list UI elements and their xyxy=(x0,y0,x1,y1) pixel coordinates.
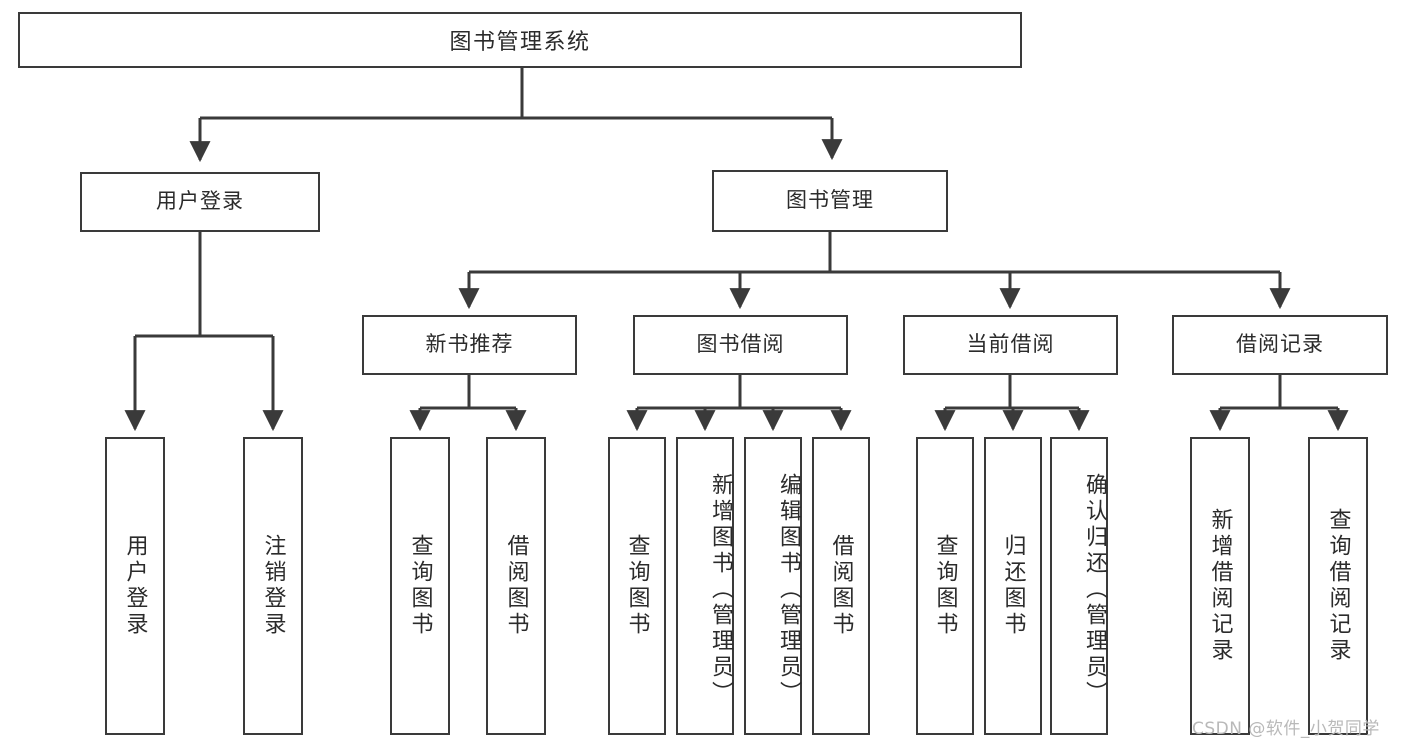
leaf-add-borrow-record-label: 新增借阅记录 xyxy=(1207,508,1233,664)
csdn-watermark: CSDN @软件_小贺同学 xyxy=(1192,714,1380,739)
leaf-edit-book-admin[interactable]: 编辑图书（管理员） xyxy=(744,437,802,735)
csdn-watermark-text: CSDN @软件_小贺同学 xyxy=(1192,719,1380,739)
leaf-query-borrow-record[interactable]: 查询借阅记录 xyxy=(1308,437,1368,735)
node-user-login[interactable]: 用户登录 xyxy=(80,172,320,232)
leaf-query-borrow-record-label: 查询借阅记录 xyxy=(1325,508,1351,664)
leaf-add-borrow-record[interactable]: 新增借阅记录 xyxy=(1190,437,1250,735)
node-book-borrow[interactable]: 图书借阅 xyxy=(633,315,848,375)
node-root[interactable]: 图书管理系统 xyxy=(18,12,1022,68)
node-borrow-record-label: 借阅记录 xyxy=(1236,332,1324,357)
node-new-book-recommend[interactable]: 新书推荐 xyxy=(362,315,577,375)
leaf-return-book-label: 归还图书 xyxy=(1000,534,1026,638)
node-borrow-record[interactable]: 借阅记录 xyxy=(1172,315,1388,375)
leaf-confirm-return-admin-label: 确认归还（管理员） xyxy=(1082,473,1107,707)
leaf-query-book-recommend-label: 查询图书 xyxy=(407,534,433,638)
leaf-return-book[interactable]: 归还图书 xyxy=(984,437,1042,735)
leaf-user-login[interactable]: 用户登录 xyxy=(105,437,165,735)
leaf-borrow-book[interactable]: 借阅图书 xyxy=(812,437,870,735)
leaf-borrow-book-recommend[interactable]: 借阅图书 xyxy=(486,437,546,735)
leaf-query-book-recommend[interactable]: 查询图书 xyxy=(390,437,450,735)
leaf-query-book-borrow[interactable]: 查询图书 xyxy=(608,437,666,735)
leaf-query-book-current[interactable]: 查询图书 xyxy=(916,437,974,735)
node-root-label: 图书管理系统 xyxy=(449,30,591,55)
leaf-borrow-book-recommend-label: 借阅图书 xyxy=(503,534,529,638)
leaf-user-login-label: 用户登录 xyxy=(122,534,148,638)
node-current-borrow-label: 当前借阅 xyxy=(966,332,1055,357)
leaf-logout-label: 注销登录 xyxy=(260,534,286,638)
node-user-login-label: 用户登录 xyxy=(156,189,244,214)
leaf-query-book-borrow-label: 查询图书 xyxy=(624,534,650,638)
leaf-borrow-book-label: 借阅图书 xyxy=(828,534,854,638)
leaf-query-book-current-label: 查询图书 xyxy=(932,534,958,638)
leaf-add-book-admin-label: 新增图书（管理员） xyxy=(708,473,733,707)
leaf-edit-book-admin-label: 编辑图书（管理员） xyxy=(776,473,801,707)
leaf-add-book-admin[interactable]: 新增图书（管理员） xyxy=(676,437,734,735)
node-book-management[interactable]: 图书管理 xyxy=(712,170,948,232)
node-book-management-label: 图书管理 xyxy=(786,188,874,213)
node-new-book-recommend-label: 新书推荐 xyxy=(425,332,514,357)
leaf-confirm-return-admin[interactable]: 确认归还（管理员） xyxy=(1050,437,1108,735)
node-current-borrow[interactable]: 当前借阅 xyxy=(903,315,1118,375)
leaf-logout[interactable]: 注销登录 xyxy=(243,437,303,735)
node-book-borrow-label: 图书借阅 xyxy=(696,332,785,357)
